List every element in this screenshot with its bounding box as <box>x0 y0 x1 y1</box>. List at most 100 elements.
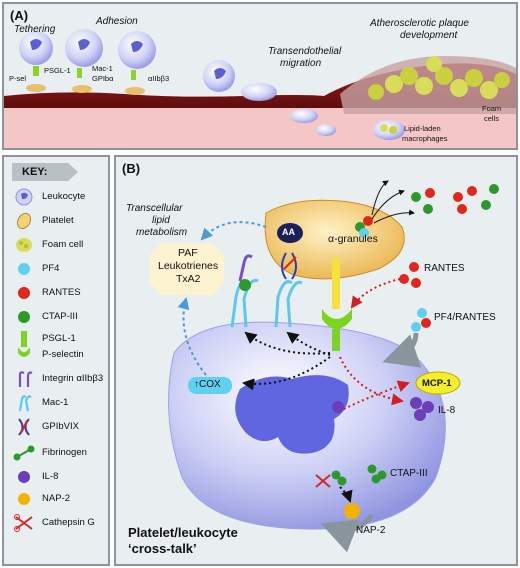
key-label: Cathepsin G <box>42 517 95 528</box>
aa-oval <box>277 223 303 243</box>
arrow-signal-to-cox <box>242 356 331 391</box>
lipid-mediator-box <box>150 243 224 295</box>
key-item-mac1: Mac-1 <box>10 393 110 413</box>
arrow-to-mcp1 <box>343 380 410 410</box>
key-label: PSGL-1 <box>42 333 76 344</box>
foam-label-1: Foam <box>482 104 502 113</box>
foam-cells <box>368 56 510 100</box>
lipid-label-2: macrophages <box>402 134 448 143</box>
crosstalk-label-2: ‘cross-talk’ <box>128 541 197 556</box>
key-label: RANTES <box>42 287 81 298</box>
transcellular-label-3: metabolism <box>136 227 188 238</box>
transendothelial-label: Transendothelial <box>268 46 342 57</box>
rantes-icon <box>18 287 30 299</box>
aa-label: AA <box>282 227 295 237</box>
arrow-pf4-rantes-bind <box>382 332 422 368</box>
ctap-iii-dots <box>331 464 387 486</box>
psel-label: P-sel <box>9 74 27 83</box>
pf4-icon <box>18 263 30 275</box>
key-item-integrin: Integrin αIIbβ3 <box>10 369 110 389</box>
arrow-aa-to-mediators <box>200 221 267 241</box>
integrin-icon <box>18 371 33 387</box>
gpibvix-icon <box>18 418 30 436</box>
nap2-icon <box>18 493 30 505</box>
foam-cell-icon <box>16 238 32 252</box>
paf-label: PAF <box>178 247 198 259</box>
mac1-label: Mac-1 <box>92 64 113 73</box>
il8-dots <box>332 397 434 421</box>
rantes-label: RANTES <box>424 263 465 274</box>
key-label: P-selectin <box>42 349 84 360</box>
leukocyte-adhesion-1 <box>65 29 103 93</box>
p-selectin-icon <box>18 347 30 357</box>
psgl1-icon <box>21 331 27 347</box>
p-selectin-receptor <box>322 309 352 329</box>
key-item-nap2: NAP-2 <box>10 489 110 509</box>
tethering-label: Tethering <box>14 24 56 35</box>
leukotrienes-label: Leukotrienes <box>158 260 219 272</box>
ctap-iii-icon <box>18 311 30 323</box>
transcellular-label-1: Transcellular <box>126 203 183 214</box>
adhesion-label: Adhesion <box>96 16 138 27</box>
nap2-dot <box>344 503 360 519</box>
mcp1-oval <box>415 371 461 395</box>
leukocyte-icon <box>15 188 33 206</box>
panel-a-illustration <box>4 29 516 148</box>
key-label: PF4 <box>42 263 60 274</box>
foam-label-2: cells <box>484 114 500 123</box>
nap2-label: NAP-2 <box>356 525 386 536</box>
leukocyte-nucleus <box>235 375 349 454</box>
granules-label: α-granules <box>328 233 378 245</box>
lipid-laden-macrophage <box>373 120 405 140</box>
cathepsin-g-icon <box>14 514 33 532</box>
athero-label-2: development <box>400 30 458 41</box>
crosstalk-label-1: Platelet/leukocyte <box>128 525 238 540</box>
key-label: IL-8 <box>42 471 59 482</box>
key-title: KEY: <box>22 166 48 178</box>
key-title-tag <box>12 163 78 181</box>
key-label: Mac-1 <box>42 397 69 408</box>
migration-label: migration <box>280 58 322 69</box>
arrow-nap2-return <box>320 513 375 553</box>
arrow-receptor-to-il8 <box>339 356 404 406</box>
key-item-leukocyte: Leukocyte <box>10 187 110 207</box>
key-item-rantes: RANTES <box>10 283 110 303</box>
key-item-fibrinogen: Fibrinogen <box>10 443 110 463</box>
aiib-label: αIIbβ3 <box>148 74 170 83</box>
arrow-ctap-to-nap2 <box>339 486 353 503</box>
rantes-dots <box>399 262 421 288</box>
lipid-label-1: Lipid-laden <box>404 124 441 133</box>
mcp1-label: MCP-1 <box>422 378 452 389</box>
key-label: GPIbVIX <box>42 421 79 432</box>
athero-label-1: Atherosclerotic plaque <box>370 18 469 29</box>
panel-b-illustration <box>150 180 499 553</box>
psgl1-stalk <box>332 259 340 309</box>
key-item-p-selectin: P-selectin <box>10 345 110 365</box>
key-item-foam-cell: Foam cell <box>10 235 110 255</box>
panel-b-label: (B) <box>122 161 141 176</box>
cox-box <box>188 377 232 394</box>
il8-icon <box>18 471 30 483</box>
psgl1-label: PSGL-1 <box>44 66 71 75</box>
gpiba-label: GPIbα <box>92 74 114 83</box>
arrow-signal-1 <box>244 331 331 355</box>
key-label: Platelet <box>42 215 74 226</box>
txa2-label: TxA2 <box>176 273 201 285</box>
il8-label: IL-8 <box>438 405 456 416</box>
key-label: NAP-2 <box>42 493 70 504</box>
panel-a: (A) Tethering Adhesion PSGL-1 P-sel Mac-… <box>2 2 518 150</box>
transcellular-label-2: lipid <box>152 215 170 226</box>
key-item-il8: IL-8 <box>10 467 110 487</box>
panel-a-label: (A) <box>10 8 29 23</box>
integrin-mac1-pair-1 <box>230 254 259 328</box>
panel-b: (B) Transcellular lipid metabolism AA α-… <box>114 155 518 566</box>
key-item-ctap-iii: CTAP-III <box>10 307 110 327</box>
key-item-pf4: PF4 <box>10 259 110 279</box>
mac1-icon <box>18 395 32 412</box>
psgl1-receptor <box>332 329 340 351</box>
arrow-cox-to-mediators <box>177 297 207 376</box>
integrin-mac1-pair-2 <box>274 252 303 328</box>
key-label: Fibrinogen <box>42 447 87 458</box>
leukocyte-migrating <box>241 83 336 136</box>
key-item-platelet: Platelet <box>10 211 110 231</box>
